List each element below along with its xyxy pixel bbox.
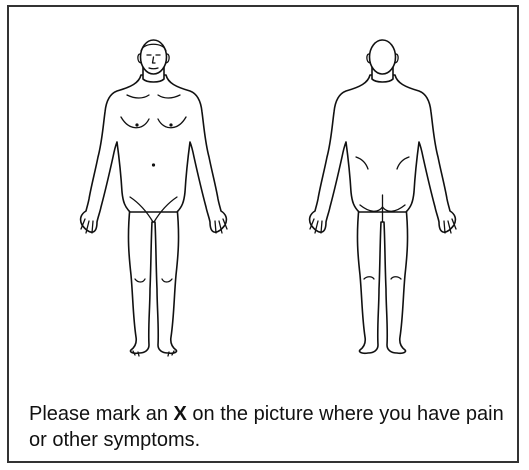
body-figures: [9, 7, 517, 372]
back-body-outline: [310, 40, 456, 353]
pain-diagram-form: Please mark an X on the picture where yo…: [7, 5, 519, 463]
body-back-figure[interactable]: [9, 7, 517, 372]
instruction-text: Please mark an X on the picture where yo…: [29, 401, 509, 453]
instruction-text-before: Please mark an: [29, 403, 174, 425]
instruction-emphasis-x: X: [174, 403, 187, 425]
